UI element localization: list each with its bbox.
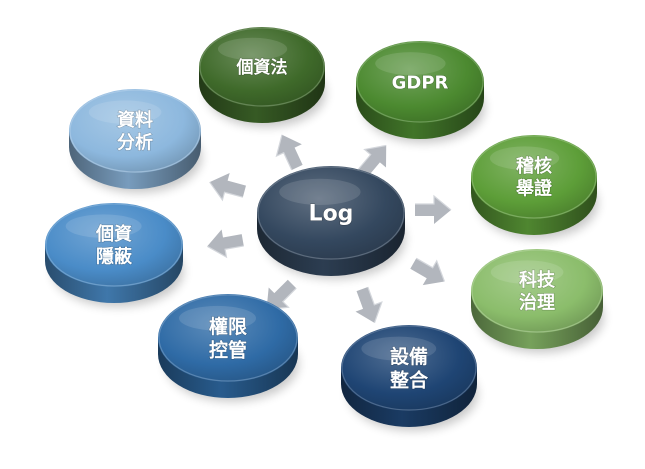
- node-privacy-law: 個資法: [199, 27, 325, 123]
- node-audit-evidence-label-line-1: 稽核: [516, 155, 552, 177]
- node-gdpr-label: GDPR: [392, 72, 449, 93]
- arrow-privacy-law: [275, 134, 303, 171]
- node-tech-governance-label-line-1: 科技: [519, 269, 556, 291]
- arrow-device-integration: [355, 286, 383, 324]
- node-privacy-law-label: 個資法: [236, 57, 288, 78]
- center-log-label: Log: [309, 202, 354, 227]
- node-tech-governance-label-line-2: 治理: [519, 292, 555, 314]
- node-data-analysis-label-line-1: 資料: [117, 109, 153, 131]
- node-data-masking-label-line-1: 個資: [95, 224, 132, 245]
- node-device-integration-label-line-1: 設備: [390, 345, 428, 368]
- node-data-analysis-label-line-2: 分析: [117, 132, 153, 154]
- node-audit-evidence-label-line-2: 舉證: [516, 178, 553, 200]
- arrow-data-analysis: [209, 172, 246, 202]
- node-access-control-label-line-1: 權限: [209, 315, 247, 338]
- center-log-disc: Log: [257, 166, 405, 276]
- arrow-tech-governance: [410, 257, 446, 286]
- node-data-masking-label-line-2: 隱蔽: [96, 246, 133, 268]
- node-device-integration-label-line-2: 整合: [390, 369, 429, 392]
- arrow-audit-evidence: [415, 194, 452, 224]
- node-gdpr: GDPR: [356, 41, 484, 139]
- arrow-gdpr: [358, 144, 387, 177]
- arrow-data-masking: [206, 229, 244, 259]
- node-access-control-label-line-2: 控管: [209, 339, 247, 362]
